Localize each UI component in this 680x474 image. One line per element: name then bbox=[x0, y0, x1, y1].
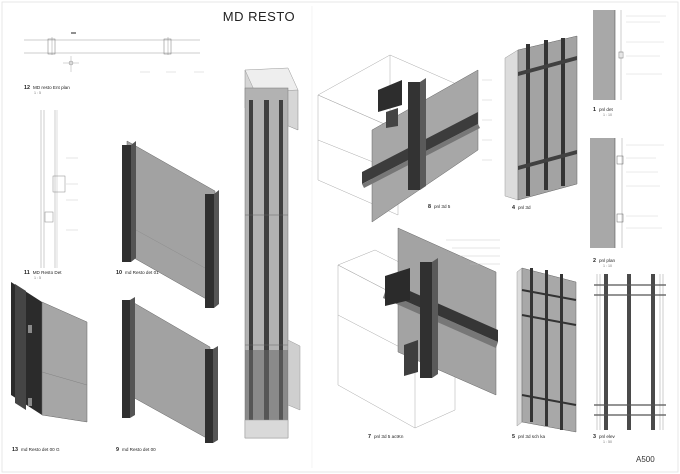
view-number: 7 bbox=[368, 434, 371, 440]
view-number: 8 bbox=[428, 204, 431, 210]
view-det-00g-drawing bbox=[11, 282, 88, 423]
view-scale: 1 : 10 bbox=[603, 264, 612, 268]
view-name: pnl 3d bbox=[518, 205, 531, 210]
view-scale: 1 : 5 bbox=[34, 91, 41, 95]
view-pnl-elev-drawing bbox=[594, 274, 666, 430]
view-name: MD Resto Det bbox=[32, 270, 62, 275]
view-number: 4 bbox=[512, 205, 515, 211]
view-name: pnl 3d 5 actKn bbox=[374, 434, 404, 439]
view-name: pnl 3d 5 bbox=[434, 204, 451, 209]
view-number: 13 bbox=[12, 447, 18, 453]
view-name: pnl plan bbox=[599, 258, 616, 263]
view-name: md Resto det 00 bbox=[122, 447, 156, 452]
view-det-01-drawing bbox=[122, 140, 219, 308]
view-name: MD resto Ent plan bbox=[33, 85, 70, 90]
view-number: 11 bbox=[24, 270, 30, 276]
view-pnl-3d-sch-ka-drawing bbox=[516, 267, 577, 433]
view-pnl-3d-5-actkn-drawing bbox=[337, 227, 500, 429]
view-scale: 1 : 5 bbox=[34, 276, 41, 280]
sheet-number: A500 bbox=[636, 455, 655, 464]
view-number: 9 bbox=[116, 447, 119, 453]
view-name: pnl elev bbox=[599, 434, 615, 439]
view-pnl-det-drawing bbox=[593, 10, 666, 100]
view-number: 1 bbox=[593, 107, 596, 113]
view-name: md Resto det 00 G bbox=[21, 447, 60, 452]
view-det-00-drawing bbox=[122, 297, 218, 443]
view-scale: 1 : 10 bbox=[603, 113, 612, 117]
view-pnl-3d-drawing bbox=[504, 35, 578, 201]
view-number: 12 bbox=[24, 85, 30, 91]
view-pnl-3d-5-drawing bbox=[317, 54, 492, 223]
view-scale: 1 : 50 bbox=[603, 440, 612, 444]
view-number: 2 bbox=[593, 258, 596, 264]
view-number: 3 bbox=[593, 434, 596, 440]
sheet-title: MD RESTO bbox=[222, 9, 296, 24]
view-number: 10 bbox=[116, 270, 122, 276]
view-ent-plan-drawing bbox=[24, 32, 204, 73]
view-pnl-plan-drawing bbox=[590, 138, 664, 248]
view-column-elevation-drawing bbox=[244, 67, 301, 439]
view-name: md Resto det 01 bbox=[125, 270, 159, 275]
view-resto-det-drawing bbox=[40, 110, 78, 268]
view-name: pnl det bbox=[599, 107, 613, 112]
view-number: 5 bbox=[512, 434, 515, 440]
view-name: pnl 3d sch ka bbox=[518, 434, 546, 439]
